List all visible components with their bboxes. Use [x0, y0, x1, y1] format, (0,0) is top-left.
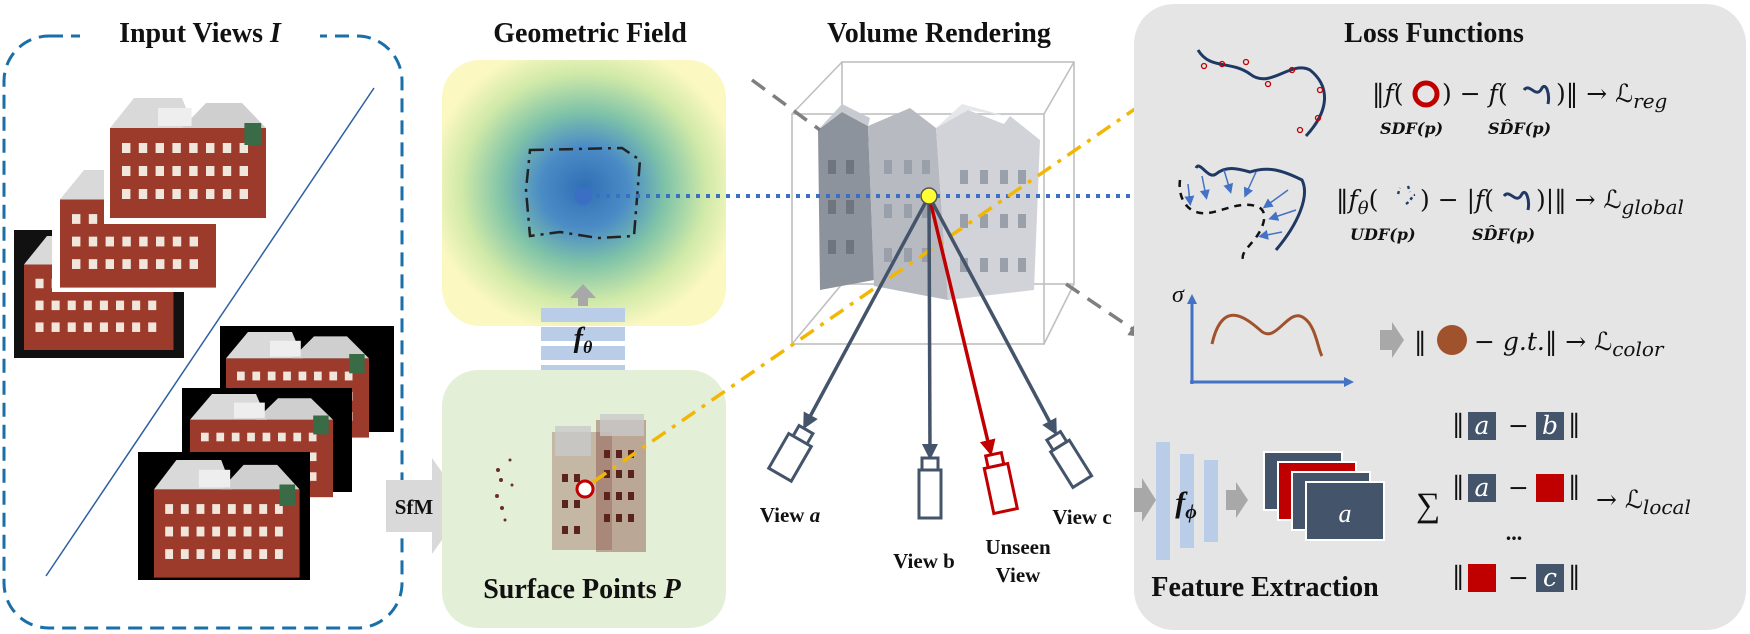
input-views-diagonal — [45, 87, 375, 577]
global-sub-1: UDF(p) — [1350, 225, 1416, 244]
ray-view-a — [803, 195, 931, 430]
input-image-stack-bottom — [138, 326, 394, 580]
view-a-label: View a — [760, 503, 820, 527]
local-row1-a — [1468, 412, 1496, 440]
reg-equation: ‖f( — [1372, 79, 1404, 109]
color-equation: − g.t.‖ → ℒcolor — [1474, 327, 1665, 361]
feature-extraction: fϕ a Feature Extraction — [1134, 442, 1385, 603]
input-views-title: Input Views I — [119, 18, 282, 49]
svg-text:) − f(: ) − f( — [1442, 79, 1508, 108]
unseen-view-label-2: View — [996, 563, 1042, 587]
svg-text:) − |f(: ) − |f( — [1420, 185, 1494, 215]
ray-view-c — [927, 195, 1057, 436]
svg-text:‖: ‖ — [1568, 409, 1581, 439]
surface-points-title: Surface Points P — [483, 574, 681, 605]
reg-sub-2: SD̂F(p) — [1488, 119, 1551, 138]
reg-red-ring — [1412, 80, 1440, 108]
loss-functions-panel: Loss Functions ‖f( ) − f( )‖ → ℒreg SDF(… — [1134, 4, 1746, 630]
input-image-stack-top — [14, 96, 274, 358]
camera-unseen-view — [982, 450, 1020, 516]
geometric-field-query-point — [574, 187, 592, 205]
feature-map-letter: a — [1339, 499, 1352, 528]
local-sum: ∑ — [1416, 487, 1440, 524]
surface-point-cloud — [495, 414, 646, 552]
color-loss-row: σ ‖ − g.t.‖ → ℒcolor — [1172, 282, 1665, 387]
orange-dashdot-ray — [592, 96, 1153, 484]
local-row2-a — [1468, 474, 1496, 502]
feature-map-front — [1305, 481, 1385, 541]
color-brown-dot — [1437, 325, 1467, 355]
svg-text:‖: ‖ — [1452, 471, 1465, 501]
camera-view-b — [917, 456, 943, 520]
global-equation: ‖fθ( — [1336, 185, 1378, 219]
input-image-6 — [138, 452, 310, 580]
ray-sample-point — [920, 187, 938, 205]
ray-view-b — [921, 195, 938, 460]
svg-text:c: c — [1543, 563, 1557, 592]
svg-text:‖: ‖ — [1452, 561, 1465, 591]
sfm-label: SfM — [395, 495, 434, 519]
surface-points-background — [442, 370, 726, 628]
color-gray-arrow — [1380, 322, 1404, 358]
global-udf-glyph — [1396, 185, 1416, 205]
global-sub-2: SD̂F(p) — [1472, 225, 1535, 244]
svg-text:a: a — [1475, 411, 1490, 440]
svg-text:‖: ‖ — [1568, 471, 1581, 501]
svg-text:b: b — [1542, 411, 1558, 440]
global-solid-curve — [1194, 164, 1306, 251]
svg-text:−: − — [1508, 411, 1529, 440]
feature-extraction-title: Feature Extraction — [1151, 572, 1379, 603]
svg-text:‖: ‖ — [1452, 409, 1465, 439]
geometric-field-title: Geometric Field — [493, 18, 687, 49]
view-b-label: View b — [893, 549, 955, 573]
gray-dashed-in — [750, 78, 822, 132]
ray-unseen-view — [927, 195, 996, 456]
svg-text:−: − — [1508, 563, 1529, 592]
reg-sub-1: SDF(p) — [1380, 119, 1443, 138]
global-dashed-curve — [1178, 179, 1266, 265]
sigma-label: σ — [1172, 282, 1185, 308]
svg-text:‖: ‖ — [1568, 561, 1581, 591]
loss-functions-title: Loss Functions — [1344, 18, 1524, 49]
local-row1-b — [1536, 412, 1564, 440]
svg-text:‖: ‖ — [1414, 327, 1427, 357]
svg-text:a: a — [1475, 473, 1490, 502]
volume-rendering-title: Volume Rendering — [827, 18, 1051, 49]
camera-view-c — [1044, 429, 1094, 490]
unseen-view-label-1: Unseen — [985, 535, 1051, 559]
reg-curve-glyph — [1522, 85, 1550, 105]
reg-curve — [1196, 49, 1326, 138]
surface-point-marker — [575, 479, 595, 499]
color-density-curve — [1210, 313, 1324, 357]
global-curve-glyph — [1502, 191, 1530, 211]
local-dots: ... — [1506, 520, 1523, 545]
local-row2-red — [1536, 474, 1564, 502]
local-row3-red — [1468, 564, 1496, 592]
svg-text:−: − — [1508, 473, 1529, 502]
camera-view-a — [766, 423, 815, 484]
geometric-field-contour — [524, 146, 642, 240]
geometric-field-panel: Geometric Field — [442, 18, 726, 326]
surface-points-panel: Surface Points P — [442, 370, 726, 628]
f-theta-label: fθ — [574, 323, 593, 357]
input-image-3 — [104, 96, 274, 224]
local-loss-row: ‖ a − b ‖ ∑ ‖ a − ‖ → ℒlocal ... ‖ − c ‖ — [1416, 409, 1691, 592]
gray-dashed-out — [1065, 282, 1145, 338]
reg-loss-row: ‖f( ) − f( )‖ → ℒreg SDF(p) SD̂F(p) — [1196, 49, 1667, 138]
f-phi-label: fϕ — [1175, 486, 1197, 523]
f-theta-network: fθ — [541, 284, 625, 398]
view-c-label: View c — [1052, 505, 1111, 529]
volume-rendering-panel: Volume Rendering — [592, 18, 1153, 587]
input-views-panel: Input Views I — [2, 18, 404, 630]
local-row3-c — [1536, 564, 1564, 592]
